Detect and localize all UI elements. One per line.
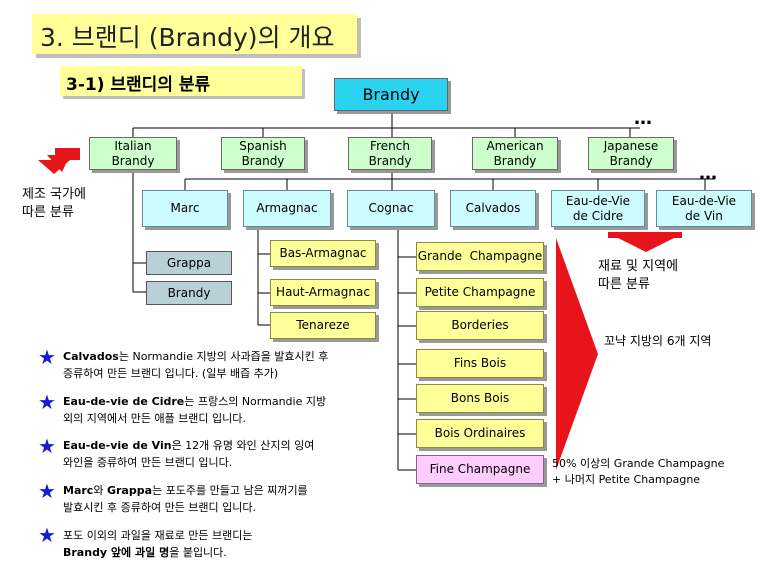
country-arrow-icon — [38, 148, 80, 174]
kind-cognac: Cognac — [347, 190, 435, 227]
cognac-item-bons-bois: Bons Bois — [416, 384, 544, 413]
star-icon: ★ — [38, 434, 56, 458]
kind-calvados: Calvados — [450, 190, 536, 227]
cognac-item-fins-bois: Fins Bois — [416, 349, 544, 378]
country-label: 제조 국가에 따른 분류 — [22, 187, 86, 220]
fine-champagne-note: 50% 이상의 Grande Champagne + 나머지 Petite Ch… — [552, 457, 725, 486]
kind-armagnac: Armagnac — [243, 190, 331, 227]
armagnac-item-bas: Bas-Armagnac — [270, 240, 376, 267]
cognac-region-label: 꼬냑 지방의 6개 지역 — [604, 334, 712, 348]
star-icon: ★ — [38, 479, 56, 503]
cognac-item-borderies: Borderies — [416, 311, 544, 340]
page-title: 3. 브랜디 (Brandy)의 개요 — [40, 23, 335, 52]
country-more-dots: … — [634, 108, 653, 129]
star-icon: ★ — [38, 523, 56, 547]
bullet-marc-grappa: Marc와 Grappa는 포도주를 만들고 남은 찌꺼기를 발효시킨 후 증류… — [63, 484, 308, 514]
cognac-item-fine-champagne: Fine Champagne — [416, 455, 544, 484]
root-brandy: Brandy — [334, 78, 448, 111]
kind-label: 재료 및 지역에 따른 분류 — [598, 259, 679, 292]
italian-item-brandy: Brandy — [146, 281, 232, 305]
title-band — [32, 14, 357, 54]
cognac-item-petite-champagne: Petite Champagne — [416, 278, 544, 307]
cognac-item-grande-champagne: Grande Champagne — [416, 242, 544, 271]
cognac-item-bois-ordinaires: Bois Ordinaires — [416, 419, 544, 448]
bullet-eau-de-vie-cidre: Eau-de-vie de Cidre는 프랑스의 Normandie 지방 외… — [63, 395, 327, 425]
armagnac-item-haut: Haut-Armagnac — [270, 279, 376, 306]
subtitle: 3-1) 브랜디의 분류 — [66, 75, 211, 95]
italian-item-grappa: Grappa — [146, 251, 232, 275]
kind-more-dots: … — [699, 163, 718, 184]
cognac-region-triangle — [556, 238, 598, 470]
bullet-eau-de-vie-vin: Eau-de-vie de Vin은 12개 유명 와인 산지의 잉여 와인을 … — [63, 439, 315, 469]
star-icon: ★ — [38, 345, 56, 369]
kind-marc: Marc — [142, 190, 228, 227]
kind-arrow-icon — [608, 232, 682, 252]
bullet-calvados: Calvados는 Normandie 지방의 사과즙을 발효시킨 후 증류하여… — [63, 350, 329, 380]
star-icon: ★ — [38, 390, 56, 414]
subtitle-band — [60, 66, 302, 96]
bullet-fruit-brandy: 포도 이외의 과일을 재료로 만든 브랜디는 Brandy 앞에 과일 명을 붙… — [63, 529, 253, 559]
armagnac-item-tenareze: Tenareze — [270, 312, 376, 339]
